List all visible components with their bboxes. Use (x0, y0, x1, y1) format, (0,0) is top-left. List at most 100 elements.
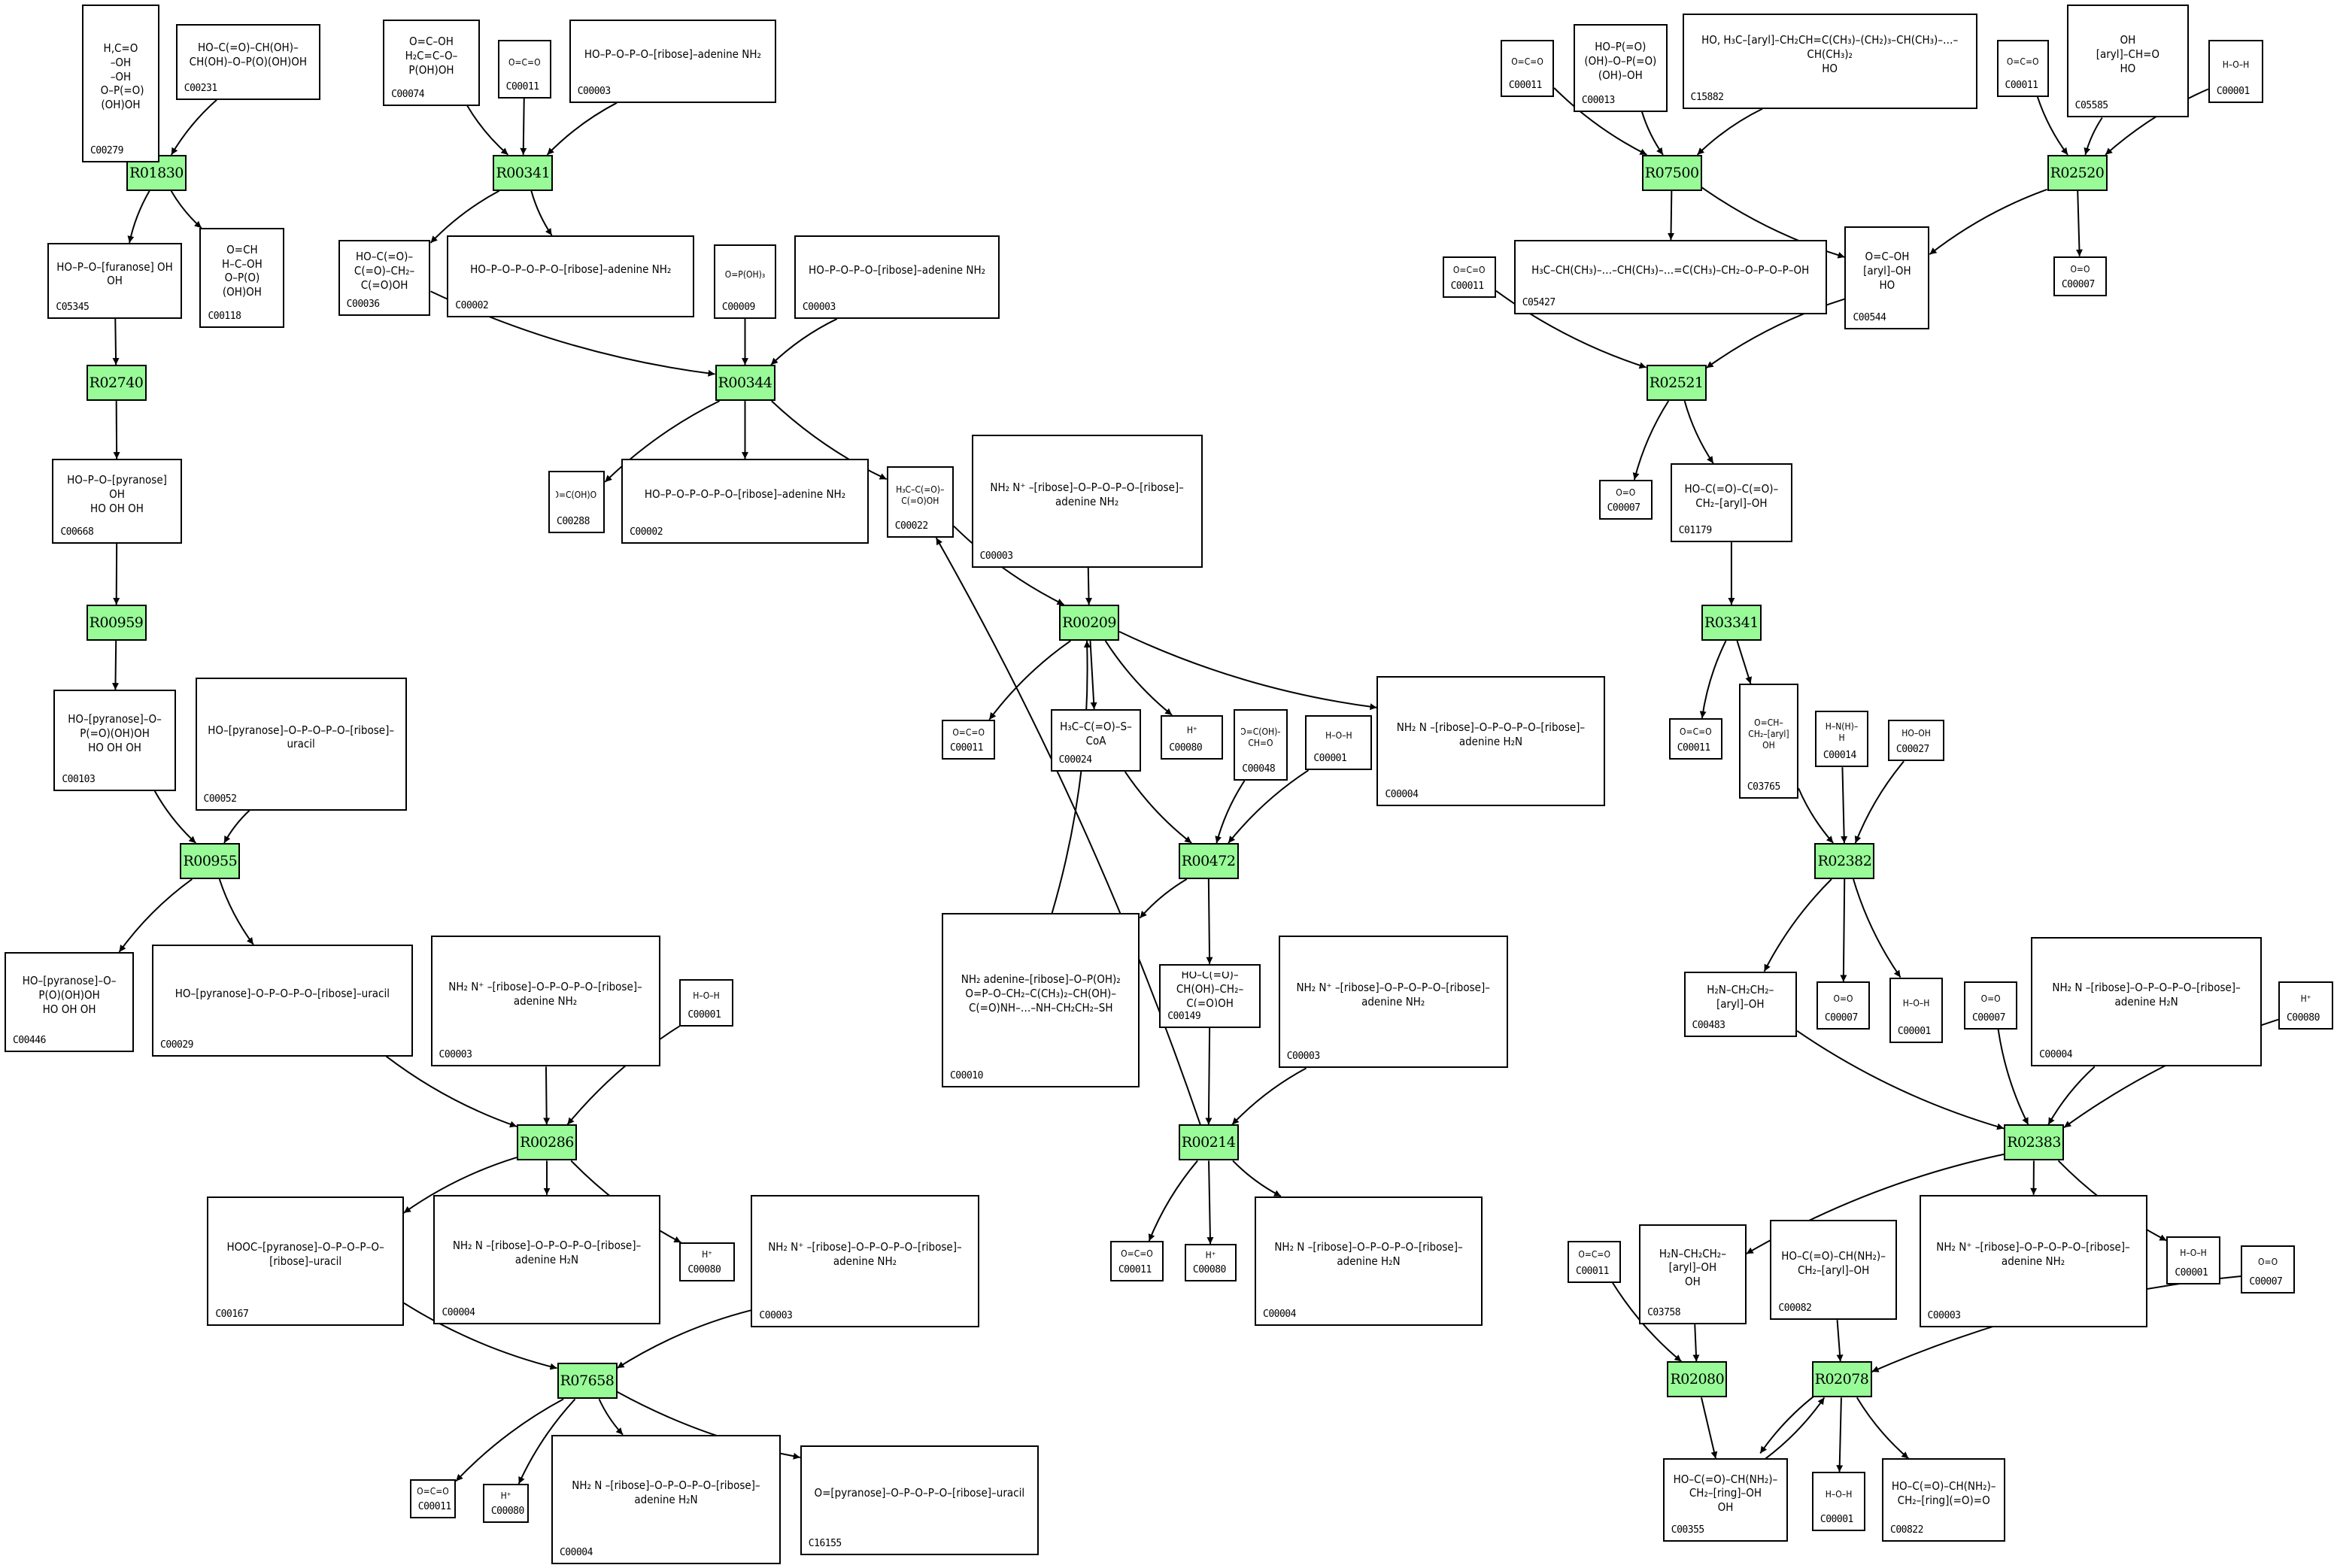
compound-node-c00167[interactable]: HOOC–[pyranose]–O–P–O–P–O–[ribose]–uraci… (207, 1196, 404, 1327)
reaction-node-r02080[interactable]: R02080 (1667, 1361, 1728, 1398)
compound-node-c00080[interactable]: H⁺C00080 (679, 1242, 735, 1281)
compound-node-c00004[interactable]: NH₂ N –[ribose]–O–P–O–P–O–[ribose]–adeni… (1255, 1196, 1483, 1327)
reaction-node-r00959[interactable]: R00959 (86, 605, 147, 641)
compound-node-c00080[interactable]: H⁺C00080 (2278, 981, 2334, 1030)
reaction-node-r00472[interactable]: R00472 (1178, 843, 1239, 880)
compound-node-c00010[interactable]: NH₂ adenine–[ribose]–O–P(OH)₂ O=P–O–CH₂–… (941, 913, 1140, 1088)
compound-node-c00004[interactable]: NH₂ N –[ribose]–O–P–O–P–O–[ribose]–adeni… (2031, 937, 2263, 1067)
edge-c00013-to-R07500 (1640, 111, 1664, 156)
compound-node-c00080[interactable]: H⁺C00080 (1161, 714, 1224, 760)
compound-node-c00003[interactable]: NH₂ N⁺ –[ribose]–O–P–O–P–O–[ribose]–aden… (1919, 1194, 2147, 1328)
compound-node-c00003[interactable]: NH₂ N⁺ –[ribose]–O–P–O–P–O–[ribose]–aden… (971, 435, 1203, 568)
reaction-node-r00214[interactable]: R00214 (1178, 1124, 1239, 1161)
structure-formula: HOOC–[pyranose]–O–P–O–P–O–[ribose]–uraci… (226, 1240, 384, 1268)
edge-c00003c-to-R00209 (1085, 567, 1093, 605)
reaction-node-r02383[interactable]: R02383 (2004, 1124, 2065, 1161)
compound-node-c15882[interactable]: HO, H₃C–[aryl]–CH₂CH=C(CH₃)–(CH₂)₃–CH(CH… (1682, 13, 1977, 109)
compound-node-c00004[interactable]: NH₂ N –[ribose]–O–P–O–P–O–[ribose]–adeni… (1376, 676, 1605, 806)
reaction-node-r00344[interactable]: R00344 (715, 365, 775, 402)
reaction-node-r00341[interactable]: R00341 (493, 154, 554, 191)
compound-node-c00080[interactable]: H⁺C00080 (482, 1484, 530, 1523)
compound-id-label: C00011 (1118, 1263, 1152, 1275)
reaction-node-r03341[interactable]: R03341 (1701, 605, 1762, 641)
compound-node-c00288[interactable]: O=C(OH)O⁻C00288 (548, 470, 605, 534)
reaction-node-r02382[interactable]: R02382 (1814, 843, 1875, 880)
compound-node-c00080[interactable]: H⁺C00080 (1184, 1244, 1237, 1281)
edge-R03341-to-c03765 (1736, 640, 1753, 684)
compound-node-c00004[interactable]: NH₂ N –[ribose]–O–P–O–P–O–[ribose]–adeni… (433, 1194, 660, 1325)
reaction-node-r02520[interactable]: R02520 (2047, 154, 2108, 191)
reaction-node-r07658[interactable]: R07658 (557, 1363, 618, 1400)
structure-formula: H–O–H (693, 990, 720, 1001)
compound-node-c00003[interactable]: NH₂ N⁺ –[ribose]–O–P–O–P–O–[ribose]–aden… (1278, 936, 1508, 1069)
compound-id-label: C16155 (808, 1538, 842, 1550)
reaction-node-r00209[interactable]: R00209 (1059, 605, 1120, 641)
reaction-node-r02078[interactable]: R02078 (1811, 1361, 1872, 1398)
reaction-node-r02521[interactable]: R02521 (1646, 365, 1707, 402)
reaction-node-r07500[interactable]: R07500 (1641, 154, 1702, 191)
reaction-node-r00955[interactable]: R00955 (180, 843, 241, 880)
compound-node-c00004[interactable]: NH₂ N –[ribose]–O–P–O–P–O–[ribose]–adeni… (551, 1434, 782, 1565)
edge-c00024-to-R00472 (1124, 771, 1192, 844)
compound-node-c00003[interactable]: NH₂ N⁺ –[ribose]–O–P–O–P–O–[ribose]–aden… (430, 936, 660, 1067)
structure-formula: HO, H₃C–[aryl]–CH₂CH=C(CH₃)–(CH₂)₃–CH(CH… (1701, 33, 1959, 75)
compound-node-c00003[interactable]: NH₂ N⁺ –[ribose]–O–P–O–P–O–[ribose]–aden… (751, 1194, 979, 1328)
reaction-node-r00286[interactable]: R00286 (517, 1124, 578, 1161)
reaction-node-r02740[interactable]: R02740 (86, 365, 147, 402)
compound-node-c05427[interactable]: H₃C–CH(CH₃)–…–CH(CH₃)–…=C(CH₃)–CH₂–O–P–O… (1513, 239, 1827, 314)
